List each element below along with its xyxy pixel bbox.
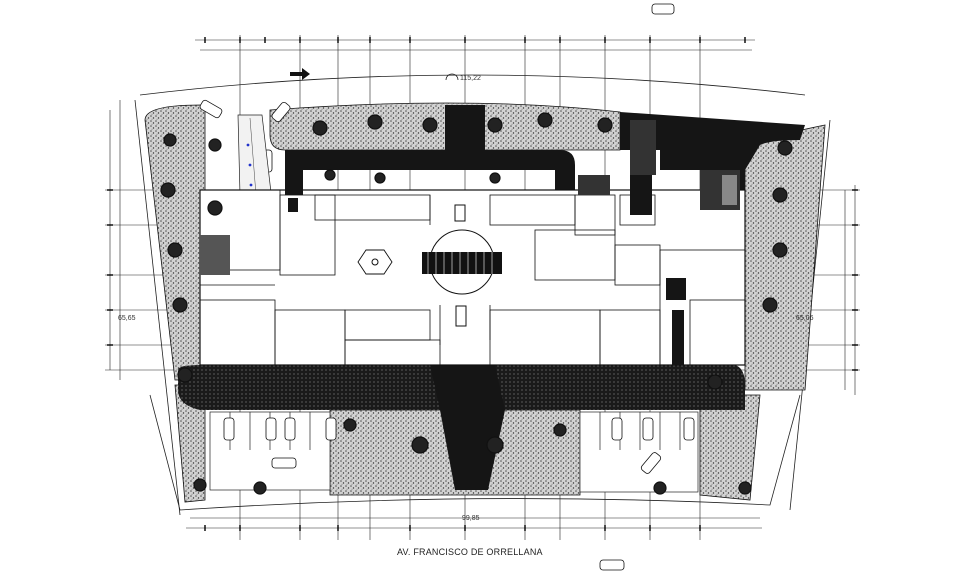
dimension-top: 115,22: [460, 75, 481, 82]
interior-dark-blocks: [200, 120, 740, 365]
dimension-right: 65,06: [796, 315, 814, 322]
entrance-marker: [290, 68, 459, 81]
interior-rooms: [199, 189, 746, 366]
dimension-bottom: 99,85: [462, 515, 480, 522]
trees: [160, 112, 793, 495]
street-name-label: AV. FRANCISCO DE ORRELLANA: [397, 547, 543, 557]
central-atrium: [357, 204, 502, 327]
dimension-ticks: [107, 37, 858, 531]
dimension-left: 65,65: [118, 315, 136, 322]
building-footprint: [199, 189, 746, 366]
